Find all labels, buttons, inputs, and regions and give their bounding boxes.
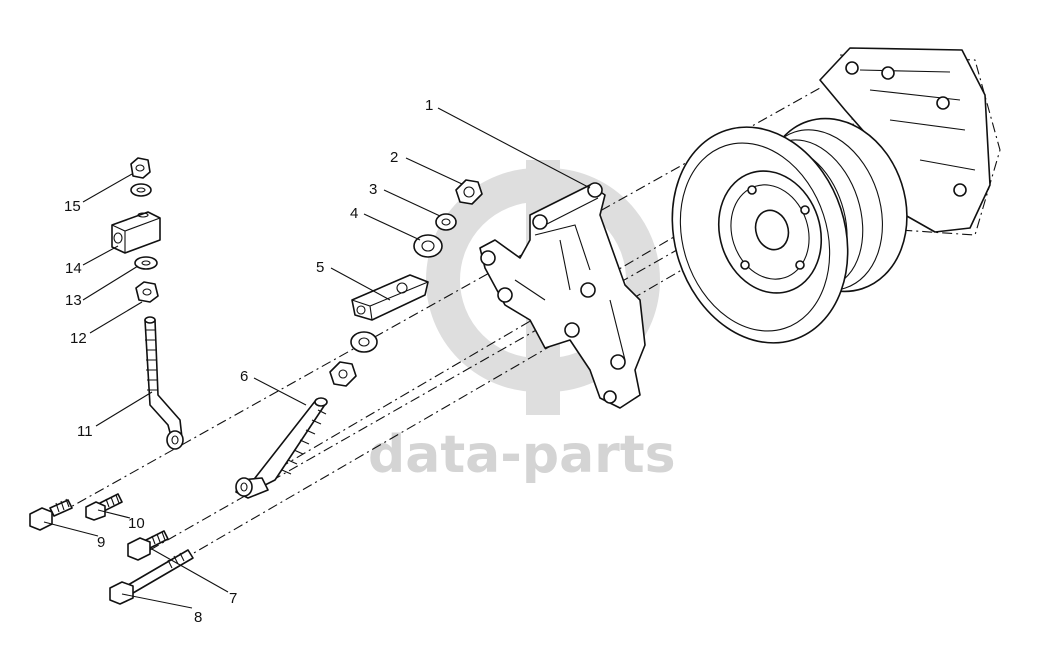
callout-8: 8 <box>194 609 202 626</box>
connector-block-part-14 <box>111 211 161 254</box>
washer-part <box>350 331 378 353</box>
lock-washer-part-3 <box>435 213 457 231</box>
callout-9: 9 <box>97 534 105 551</box>
callout-15: 15 <box>64 198 81 215</box>
callout-12: 12 <box>70 330 87 347</box>
nut-part-2 <box>455 179 483 205</box>
callout-1: 1 <box>425 97 433 114</box>
callout-10: 10 <box>128 515 145 532</box>
stud-nut-part <box>329 361 357 387</box>
bolt-part-10 <box>85 493 123 521</box>
threaded-stud-part-6 <box>235 397 328 499</box>
bolt-part-7 <box>127 530 169 561</box>
spacer-block-part-5 <box>351 274 429 321</box>
flat-washer-part-4 <box>413 234 443 258</box>
long-bolt-part-8 <box>109 549 194 605</box>
callout-14: 14 <box>65 260 82 277</box>
callout-6: 6 <box>240 368 248 385</box>
bolt-part-9 <box>29 498 73 531</box>
washer-part-13 <box>134 256 158 270</box>
bent-stud-part-11 <box>144 316 184 450</box>
callout-11: 11 <box>77 423 93 440</box>
callout-labels: 1 2 3 4 5 6 7 8 9 10 11 12 13 14 15 <box>64 97 433 626</box>
watermark-text: data-parts <box>368 425 676 485</box>
callout-5: 5 <box>316 259 324 276</box>
callout-7: 7 <box>229 590 237 607</box>
callout-4: 4 <box>350 205 358 222</box>
callout-2: 2 <box>390 149 398 166</box>
nut-part-15 <box>130 157 152 197</box>
callout-13: 13 <box>65 292 82 309</box>
nut-part-12 <box>135 281 159 303</box>
leader-lines <box>43 107 591 609</box>
fan-pulley-assembly <box>671 47 1001 344</box>
mounting-bracket-part <box>479 182 646 409</box>
callout-3: 3 <box>369 181 377 198</box>
